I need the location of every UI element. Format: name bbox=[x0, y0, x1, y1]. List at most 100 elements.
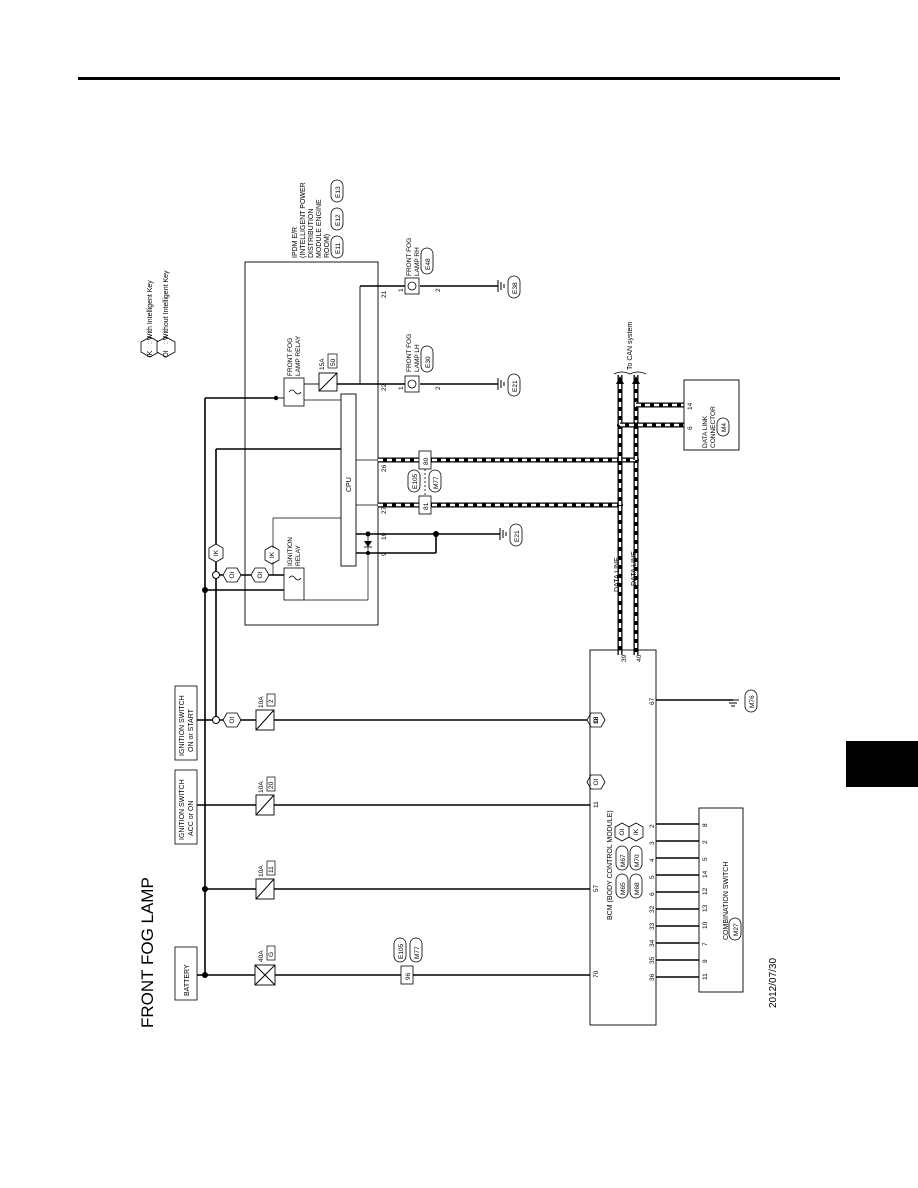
svg-text:IPDM E/R: IPDM E/R bbox=[292, 227, 299, 258]
fuse-amp: 10A bbox=[258, 865, 265, 877]
combo-pin-label: 9 bbox=[702, 959, 709, 963]
ik-badge bbox=[208, 543, 224, 563]
svg-text:1: 1 bbox=[398, 386, 405, 390]
svg-text:E21: E21 bbox=[512, 380, 519, 392]
ipdm-label: IPDM E/R (INTELLIGENT POWER DISTRIBUTION… bbox=[292, 182, 331, 258]
svg-text:OI: OI bbox=[229, 716, 236, 723]
svg-text:ROOM): ROOM) bbox=[324, 234, 331, 258]
front-fog-lamp-lh: FRONT FOG LAMP LH E30 1 2 bbox=[398, 334, 442, 393]
bcm-pin-label: 3 bbox=[649, 841, 656, 845]
combo-conn: M27 bbox=[733, 923, 740, 936]
front-fog-lamp-rh: FRONT FOG LAMP RH E48 1 2 bbox=[398, 238, 442, 295]
svg-text:2: 2 bbox=[435, 386, 442, 390]
ipdm-box bbox=[244, 261, 379, 626]
svg-text:M67: M67 bbox=[620, 854, 627, 867]
legend-ik-text: : With Intelligent Key bbox=[147, 280, 154, 344]
oi-badge bbox=[250, 567, 270, 583]
svg-text:LAMP RELAY: LAMP RELAY bbox=[295, 335, 302, 376]
bcm-pin-label: 36 bbox=[649, 973, 656, 981]
svg-text:M76: M76 bbox=[749, 695, 756, 708]
svg-text:38: 38 bbox=[593, 716, 600, 724]
svg-text:E105: E105 bbox=[398, 943, 405, 959]
svg-text:LAMP RH: LAMP RH bbox=[414, 247, 421, 276]
oi-badge bbox=[586, 712, 606, 728]
fuse-amp: 40A bbox=[258, 950, 265, 962]
svg-text:M77: M77 bbox=[433, 476, 440, 489]
svg-text:MODULE ENGINE: MODULE ENGINE bbox=[316, 199, 323, 258]
svg-text:OI: OI bbox=[593, 716, 600, 723]
legend-oi-text: : Without Intelligent Key bbox=[163, 270, 170, 344]
svg-text:E13: E13 bbox=[335, 186, 342, 198]
fuse-id: 20 bbox=[268, 781, 275, 789]
svg-text:70: 70 bbox=[593, 970, 600, 978]
battery-label: BATTERY bbox=[184, 964, 191, 996]
svg-text:22: 22 bbox=[381, 383, 388, 391]
bcm-pin-label: 32 bbox=[649, 905, 656, 913]
fuse-id: 50 bbox=[330, 358, 337, 366]
svg-text:E105: E105 bbox=[412, 473, 419, 489]
svg-text:IK: IK bbox=[213, 549, 220, 556]
ipdm-connectors: E11 E12 E13 bbox=[330, 179, 344, 259]
svg-text:OI: OI bbox=[257, 571, 264, 578]
svg-text:26: 26 bbox=[381, 464, 388, 472]
ign-on-line1: IGNITION SWITCH bbox=[179, 695, 186, 756]
svg-text:M65: M65 bbox=[620, 882, 627, 895]
ign-acc-line1: IGNITION SWITCH bbox=[179, 779, 186, 840]
svg-text:M68: M68 bbox=[634, 882, 641, 895]
svg-text:FRONT FOG: FRONT FOG bbox=[406, 238, 413, 276]
can-bracket bbox=[613, 371, 647, 375]
combo-pin-label: 12 bbox=[702, 887, 709, 895]
fuse-amp: 10A bbox=[258, 781, 265, 793]
cpu-block bbox=[340, 393, 357, 567]
svg-text:67: 67 bbox=[649, 697, 656, 705]
svg-text:E21: E21 bbox=[514, 530, 521, 542]
fuse-amp: 15A bbox=[319, 358, 326, 370]
legend-oi-code: OI bbox=[163, 350, 170, 357]
svg-text:M4: M4 bbox=[721, 423, 728, 432]
can-arrow-right bbox=[632, 376, 640, 384]
bcm-pins: 70 57 11 38 39 40 67 bbox=[593, 654, 656, 978]
svg-text:(INTELLIGENT POWER: (INTELLIGENT POWER bbox=[300, 182, 307, 258]
svg-text:FRONT FOG: FRONT FOG bbox=[287, 338, 294, 376]
svg-text:E30: E30 bbox=[425, 356, 432, 368]
dlc-label: DATA LINK bbox=[702, 415, 709, 448]
can-data-lines bbox=[378, 375, 684, 655]
combo-pin-label: 5 bbox=[702, 857, 709, 861]
page-title: FRONT FOG LAMP bbox=[138, 877, 157, 1028]
data-line-label: DATA LINE bbox=[614, 557, 621, 592]
data-link-connector bbox=[683, 379, 740, 451]
combination-switch bbox=[698, 807, 744, 993]
oi-badge bbox=[222, 567, 242, 583]
fuse-id: G bbox=[268, 952, 275, 957]
oi-badge bbox=[586, 774, 606, 790]
svg-text:E38: E38 bbox=[512, 282, 519, 294]
svg-text:M70: M70 bbox=[634, 854, 641, 867]
combo-pin-label: 13 bbox=[702, 904, 709, 912]
legend-oi-badge bbox=[156, 336, 176, 358]
fuses: 40A G 10A 11 10A 20 10A 2 15A 50 bbox=[254, 353, 338, 986]
svg-text:81: 81 bbox=[423, 502, 430, 510]
data-line-label: DATA LINE bbox=[631, 551, 638, 586]
section-tab bbox=[846, 741, 918, 787]
svg-text:6: 6 bbox=[687, 426, 694, 430]
svg-text:9: 9 bbox=[381, 552, 388, 556]
bcm-pin-label: 5 bbox=[649, 875, 656, 879]
ignition-relay: IGNITION RELAY bbox=[272, 517, 372, 601]
svg-text:40: 40 bbox=[636, 654, 643, 662]
ipdm-pins: 21 22 26 27 19 9 bbox=[381, 290, 388, 556]
combo-pin-label: 10 bbox=[702, 921, 709, 929]
bcm-connectors: M65 M67 M68 M70 bbox=[615, 845, 643, 899]
svg-text:E48: E48 bbox=[425, 258, 432, 270]
svg-text:14: 14 bbox=[687, 402, 694, 410]
diagram-date: 2012/07/30 bbox=[768, 958, 779, 1008]
bcm-title: BCM (BODY CONTROL MODULE) bbox=[607, 810, 614, 920]
ipdm-outputs bbox=[337, 285, 500, 554]
ik-badge bbox=[628, 822, 644, 842]
fog-lamp-relay: FRONT FOG LAMP RELAY bbox=[273, 286, 361, 407]
bcm-pin-label: 35 bbox=[649, 956, 656, 964]
svg-text:39: 39 bbox=[621, 654, 628, 662]
svg-text:FRONT FOG: FRONT FOG bbox=[406, 334, 413, 372]
bcm-pin-label: 2 bbox=[649, 824, 656, 828]
ign-splice-a bbox=[212, 571, 220, 579]
